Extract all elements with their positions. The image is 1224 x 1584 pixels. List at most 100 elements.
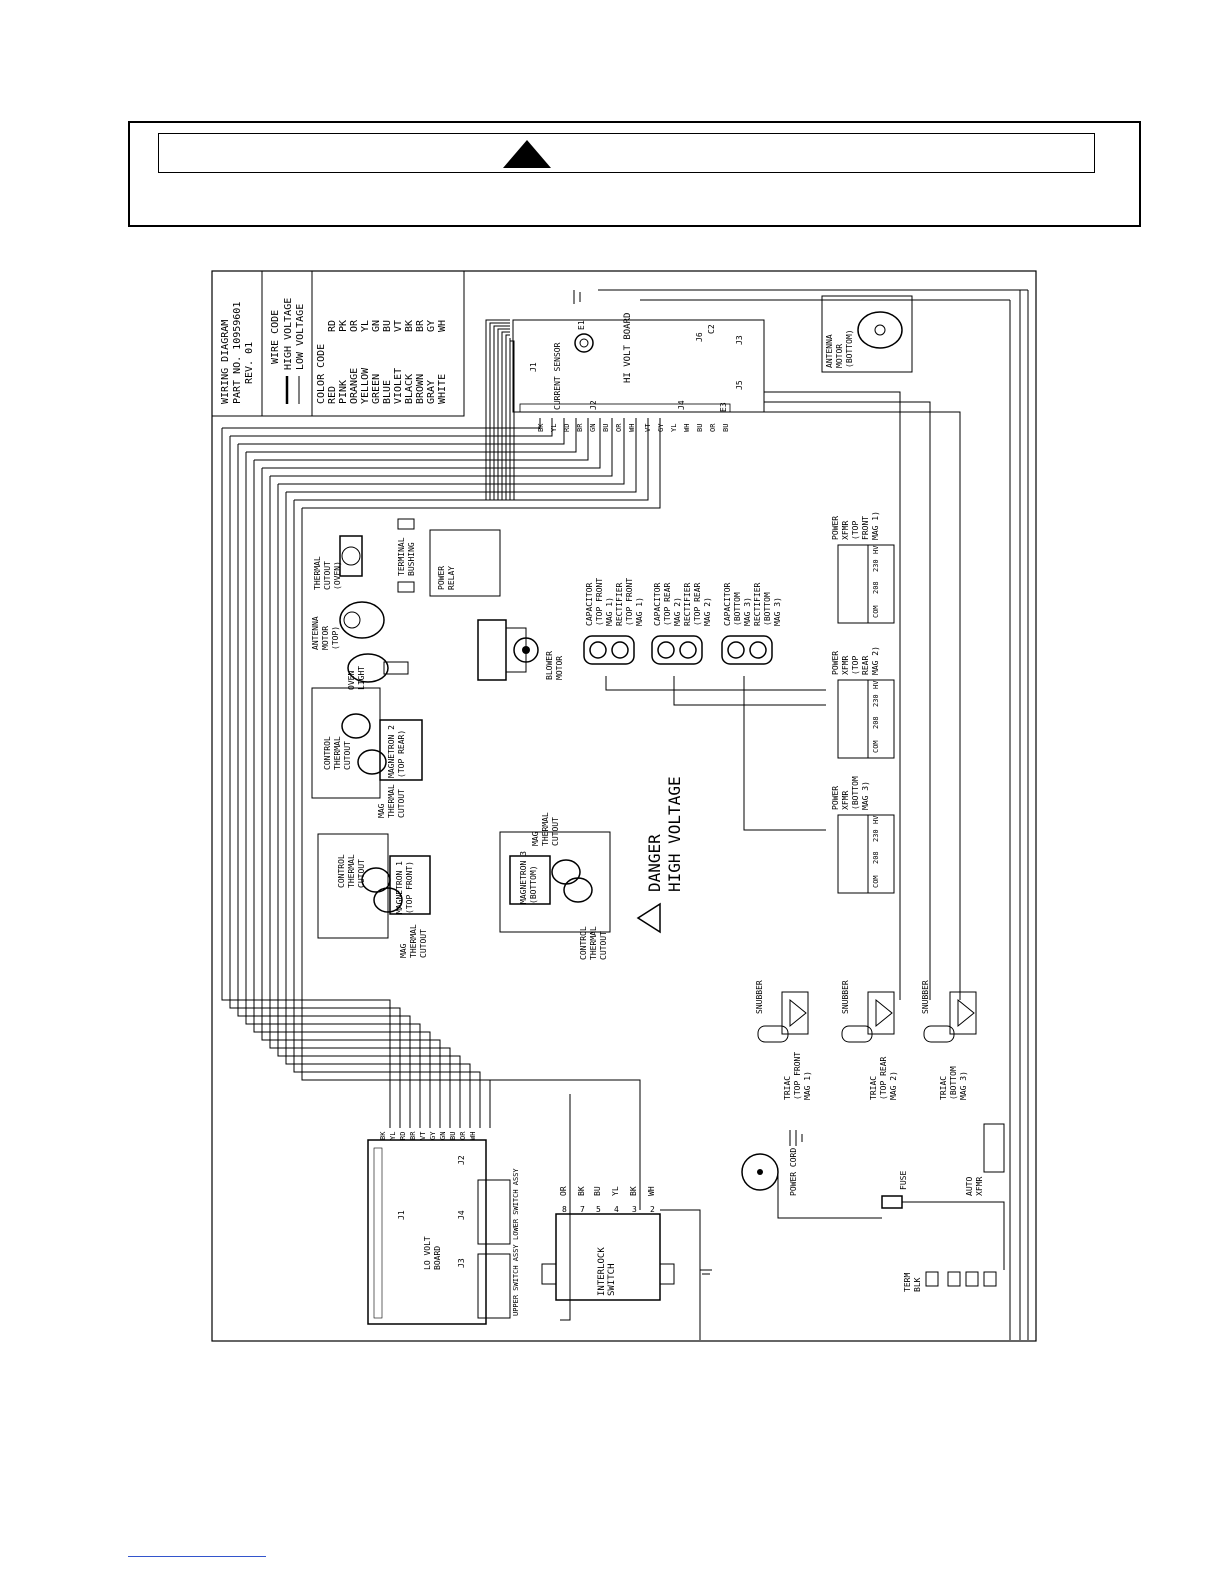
warning-banner xyxy=(128,121,1141,227)
svg-text:(BOTTOM: (BOTTOM xyxy=(763,592,772,626)
svg-text:MAG 2): MAG 2) xyxy=(703,597,712,626)
svg-text:COM: COM xyxy=(872,605,880,618)
color-abbrev: BU xyxy=(382,320,393,332)
color-abbrev: VT xyxy=(393,320,404,332)
color-name: PINK xyxy=(338,380,349,404)
svg-text:XFMR: XFMR xyxy=(841,656,850,675)
svg-text:ANTENNA: ANTENNA xyxy=(311,616,320,650)
svg-text:POWER: POWER xyxy=(831,786,840,810)
color-name: ORANGE xyxy=(349,368,360,404)
svg-text:COM: COM xyxy=(872,740,880,753)
svg-text:THERMAL: THERMAL xyxy=(589,926,598,960)
svg-text:FUSE: FUSE xyxy=(899,1171,908,1190)
magnetron-3: MAG THERMAL CUTOUT MAGNETRON 3 (BOTTOM) … xyxy=(499,812,611,960)
color-name: WHITE xyxy=(437,374,448,404)
svg-text:J4: J4 xyxy=(457,1210,466,1220)
pin-label: RD xyxy=(563,424,571,432)
color-name: YELLOW xyxy=(360,367,371,404)
svg-text:(BOTTOM: (BOTTOM xyxy=(733,592,742,626)
svg-text:(OVEN): (OVEN) xyxy=(333,561,342,590)
color-abbrev: RD xyxy=(327,320,338,332)
lower-switch-label: LOWER SWITCH ASSY xyxy=(512,1168,520,1240)
svg-text:(TOP FRONT): (TOP FRONT) xyxy=(405,861,414,914)
svg-text:XFMR: XFMR xyxy=(841,791,850,810)
svg-text:HV: HV xyxy=(872,815,880,824)
pin-label: GY xyxy=(657,423,665,432)
svg-text:BLK: BLK xyxy=(913,1277,922,1292)
e1-label: E1 xyxy=(577,320,586,330)
title-block: WIRING DIAGRAM PART NO. 10959601 REV. 01… xyxy=(211,270,465,417)
svg-text:MAG 3): MAG 3) xyxy=(861,781,870,810)
svg-text:RECTIFIER: RECTIFIER xyxy=(753,582,762,626)
svg-text:CAPACITOR: CAPACITOR xyxy=(653,582,662,626)
svg-text:(TOP FRONT: (TOP FRONT xyxy=(793,1052,802,1100)
svg-text:CUTOUT: CUTOUT xyxy=(357,859,366,888)
fuse: FUSE xyxy=(881,1171,908,1209)
hi-volt-board: HI VOLT BOARD CURRENT SENSOR J1 J2 J4 J6… xyxy=(512,313,765,432)
svg-text:SNUBBER: SNUBBER xyxy=(755,980,764,1014)
terminal-bushing: TERMINAL BUSHING xyxy=(397,518,416,593)
color-name: GREEN xyxy=(371,374,382,404)
svg-text:CUTOUT: CUTOUT xyxy=(323,561,332,590)
svg-text:(TOP REAR: (TOP REAR xyxy=(693,582,702,626)
svg-text:HV: HV xyxy=(872,545,880,554)
pin-label: YL xyxy=(670,424,678,432)
svg-text:LIGHT: LIGHT xyxy=(357,666,366,690)
svg-text:TRIAC: TRIAC xyxy=(939,1076,948,1100)
interlock-pin-number: 8 xyxy=(562,1205,567,1214)
svg-text:CUTOUT: CUTOUT xyxy=(397,789,406,818)
svg-text:MAG 1): MAG 1) xyxy=(635,597,644,626)
svg-text:MAG 1): MAG 1) xyxy=(803,1071,812,1100)
svg-text:RELAY: RELAY xyxy=(447,566,456,590)
svg-text:MAG: MAG xyxy=(399,943,408,958)
pin-label: YL xyxy=(389,1132,397,1140)
warning-triangle-icon xyxy=(503,140,551,168)
svg-text:CUTOUT: CUTOUT xyxy=(551,817,560,846)
j1-label: J1 xyxy=(529,362,538,372)
pin-label: BU xyxy=(722,424,730,432)
svg-text:RECTIFIER: RECTIFIER xyxy=(615,582,624,626)
power-relay: POWER RELAY xyxy=(429,529,501,597)
pin-label: BK xyxy=(379,1131,387,1140)
svg-text:J3: J3 xyxy=(457,1258,466,1268)
svg-text:(BOTTOM): (BOTTOM) xyxy=(529,865,538,904)
svg-text:(TOP REAR): (TOP REAR) xyxy=(397,730,406,778)
pin-label: OR xyxy=(615,423,623,432)
capacitor-front: CAPACITOR (TOP FRONT MAG 1) RECTIFIER (T… xyxy=(583,578,644,665)
svg-text:MOTOR: MOTOR xyxy=(835,344,844,368)
interlock-pin-number: 3 xyxy=(632,1205,637,1214)
triac-bottom: SNUBBER TRIAC (BOTTOM MAG 3) xyxy=(921,980,977,1100)
svg-text:THERMAL: THERMAL xyxy=(387,784,396,818)
color-name: BLACK xyxy=(404,374,415,404)
pin-label: GN xyxy=(589,424,597,432)
pin-label: BK xyxy=(537,423,545,432)
color-name: VIOLET xyxy=(393,368,404,404)
svg-text:POWER: POWER xyxy=(831,516,840,540)
svg-text:FRONT: FRONT xyxy=(861,516,870,540)
pin-label: GY xyxy=(429,1131,437,1140)
part-number: PART NO. 10959601 xyxy=(232,302,243,404)
power-cord: POWER CORD xyxy=(741,1148,798,1196)
svg-text:(TOP REAR: (TOP REAR xyxy=(663,582,672,626)
pin-label: WH xyxy=(628,424,636,432)
svg-text:(TOP FRONT: (TOP FRONT xyxy=(625,578,634,626)
j5-label: J5 xyxy=(735,380,744,390)
svg-text:CUTOUT: CUTOUT xyxy=(419,929,428,958)
svg-text:THERMAL: THERMAL xyxy=(313,556,322,590)
svg-text:MAG: MAG xyxy=(531,831,540,846)
svg-text:CUTOUT: CUTOUT xyxy=(343,741,352,770)
svg-text:230: 230 xyxy=(872,829,880,842)
svg-text:(TOP: (TOP xyxy=(851,521,860,540)
j4-label: J4 xyxy=(677,400,686,410)
svg-text:SNUBBER: SNUBBER xyxy=(841,980,850,1014)
warning-banner-header xyxy=(158,133,1095,173)
pin-label: OR xyxy=(709,423,717,432)
svg-text:REAR: REAR xyxy=(861,656,870,675)
svg-text:MAG 3): MAG 3) xyxy=(773,597,782,626)
svg-text:XFMR: XFMR xyxy=(841,521,850,540)
svg-text:(TOP: (TOP xyxy=(851,656,860,675)
svg-text:MOTOR: MOTOR xyxy=(321,626,330,650)
oven-light: OVEN LIGHT xyxy=(347,653,409,690)
svg-text:(BOTTOM: (BOTTOM xyxy=(949,1066,958,1100)
